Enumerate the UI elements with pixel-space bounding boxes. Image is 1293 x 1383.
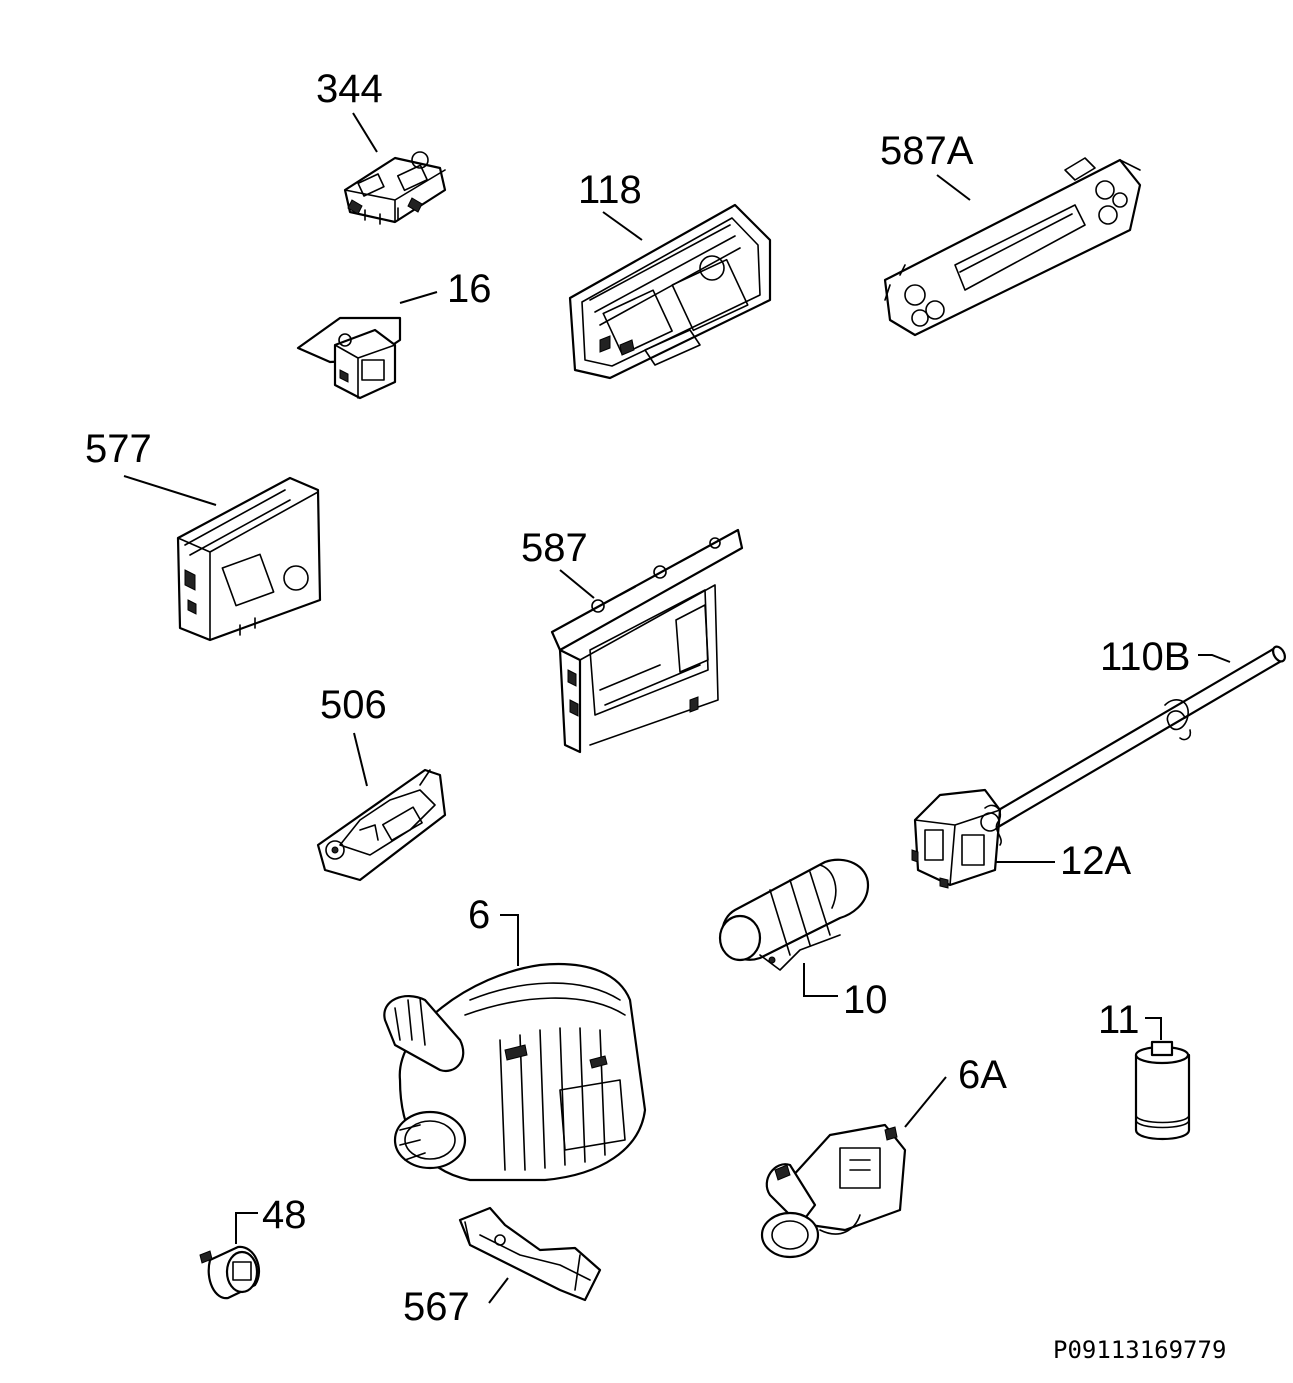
label-16: 16 — [447, 267, 492, 311]
label-587A: 587A — [880, 129, 974, 173]
part-11 — [1134, 1040, 1191, 1140]
part-12A — [911, 788, 1002, 889]
part-587A — [883, 157, 1142, 337]
leader-6 — [500, 914, 519, 966]
part-118 — [568, 203, 772, 380]
label-12A: 12A — [1060, 839, 1131, 883]
leader-587A — [936, 174, 971, 201]
leader-118 — [602, 211, 643, 241]
leader-16 — [399, 291, 438, 304]
leader-577 — [123, 475, 217, 506]
leader-587 — [559, 569, 595, 599]
leader-110B — [1198, 654, 1231, 663]
part-506 — [316, 768, 447, 882]
label-344: 344 — [316, 67, 383, 111]
label-110B: 110B — [1100, 635, 1190, 679]
part-344 — [343, 151, 447, 225]
label-11: 11 — [1098, 998, 1140, 1042]
label-587: 587 — [521, 526, 588, 570]
part-16 — [296, 316, 402, 400]
leader-506 — [353, 732, 368, 787]
leader-11 — [1145, 1017, 1162, 1040]
part-567 — [458, 1206, 602, 1302]
label-567: 567 — [403, 1285, 470, 1329]
leader-567 — [488, 1277, 509, 1304]
leader-10 — [803, 963, 838, 997]
part-48 — [199, 1245, 261, 1300]
label-506: 506 — [320, 683, 387, 727]
label-6: 6 — [468, 893, 490, 937]
part-6A — [760, 1123, 907, 1259]
label-118: 118 — [578, 168, 642, 212]
label-577: 577 — [85, 427, 152, 471]
leader-6A — [904, 1076, 947, 1128]
leader-344 — [352, 112, 378, 153]
part-577 — [176, 476, 322, 642]
label-6A: 6A — [958, 1053, 1007, 1097]
part-10 — [718, 858, 870, 971]
leader-48 — [235, 1212, 258, 1244]
part-6 — [383, 963, 647, 1182]
label-10: 10 — [843, 978, 888, 1022]
label-48: 48 — [262, 1193, 307, 1237]
reference-code: P09113169779 — [1053, 1336, 1226, 1364]
part-587 — [550, 528, 744, 754]
